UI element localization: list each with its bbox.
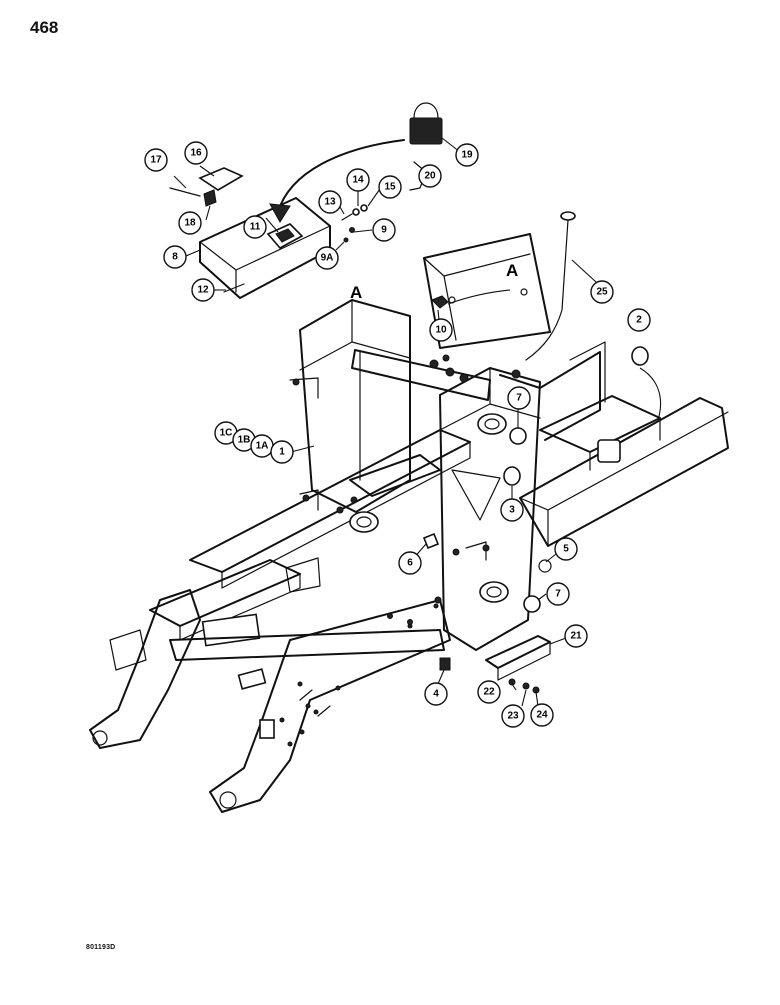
callout-3: 3: [500, 498, 524, 522]
page-number: 468: [30, 18, 59, 37]
reference-letter-a-bracket: A: [506, 261, 518, 280]
svg-text:9: 9: [381, 225, 387, 236]
cover-plate-assembly: [169, 102, 662, 694]
reference-letters: A A: [350, 261, 518, 302]
callout-7-lower: 7: [546, 582, 570, 606]
svg-text:25: 25: [596, 287, 608, 298]
callout-10: 10: [429, 318, 453, 342]
reference-letter-a-cover: A: [350, 283, 362, 302]
svg-text:23: 23: [507, 711, 519, 722]
callout-25: 25: [590, 280, 614, 304]
callout-18: 18: [178, 211, 202, 235]
callout-23: 23: [501, 704, 525, 728]
svg-text:17: 17: [150, 155, 162, 166]
callout-13: 13: [318, 190, 342, 214]
callout-7-upper: 7: [507, 386, 531, 410]
callout-1A: 1A: [250, 434, 274, 458]
callout-22: 22: [477, 680, 501, 704]
callout-8: 8: [163, 245, 187, 269]
svg-text:20: 20: [424, 171, 436, 182]
svg-text:1C: 1C: [220, 428, 233, 439]
svg-text:5: 5: [563, 544, 569, 555]
svg-text:24: 24: [536, 710, 548, 721]
svg-text:2: 2: [636, 315, 642, 326]
callout-9: 9: [372, 218, 396, 242]
svg-text:15: 15: [384, 182, 396, 193]
callout-12: 12: [191, 278, 215, 302]
callout-24: 24: [530, 703, 554, 727]
svg-text:1B: 1B: [238, 435, 251, 446]
svg-text:21: 21: [570, 631, 582, 642]
svg-text:22: 22: [483, 687, 495, 698]
svg-text:13: 13: [324, 197, 336, 208]
callout-21: 21: [564, 624, 588, 648]
svg-text:3: 3: [509, 505, 515, 516]
callout-19: 19: [455, 143, 479, 167]
callout-1: 1: [270, 440, 294, 464]
main-frame: [89, 299, 729, 813]
callout-5: 5: [554, 537, 578, 561]
svg-text:18: 18: [184, 218, 196, 229]
callout-20: 20: [418, 164, 442, 188]
callout-2: 2: [627, 308, 651, 332]
callout-11: 11: [243, 215, 267, 239]
svg-text:11: 11: [250, 222, 261, 233]
callout-4: 4: [424, 682, 448, 706]
svg-text:4: 4: [433, 689, 439, 700]
callout-17: 17: [144, 148, 168, 172]
svg-text:9A: 9A: [321, 253, 334, 264]
figure-code: 801193D: [86, 944, 116, 951]
callout-14: 14: [346, 168, 370, 192]
callout-9A: 9A: [315, 246, 339, 270]
svg-text:7: 7: [555, 589, 561, 600]
svg-text:8: 8: [172, 252, 178, 263]
svg-text:7: 7: [516, 393, 522, 404]
svg-text:6: 6: [407, 558, 413, 569]
svg-text:1: 1: [279, 447, 285, 458]
callout-16: 16: [184, 141, 208, 165]
svg-text:16: 16: [190, 148, 202, 159]
svg-text:1A: 1A: [256, 441, 269, 452]
svg-text:14: 14: [352, 175, 364, 186]
callout-15: 15: [378, 175, 402, 199]
svg-text:10: 10: [435, 325, 447, 336]
svg-text:12: 12: [197, 285, 209, 296]
callout-6: 6: [398, 551, 422, 575]
svg-text:19: 19: [461, 150, 473, 161]
leader-lines: [173, 137, 597, 707]
